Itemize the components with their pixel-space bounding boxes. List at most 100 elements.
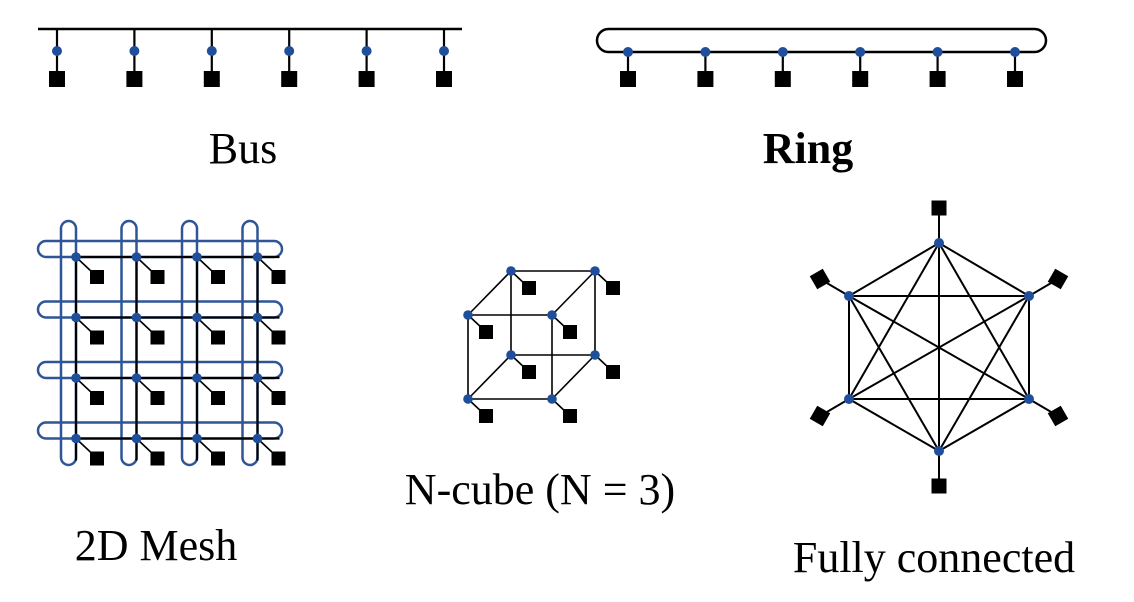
blue-dot-icon [71, 433, 81, 444]
black-square-icon [809, 405, 831, 427]
blue-dot-icon [1010, 47, 1020, 57]
ring-loop [595, 27, 1048, 54]
black-square-icon [211, 391, 225, 405]
black-square-icon [211, 330, 225, 345]
black-square-icon [90, 330, 104, 345]
black-square-icon [203, 71, 220, 87]
blue-dot-icon [71, 373, 81, 383]
black-square-icon [697, 71, 714, 87]
blue-dot-icon [252, 252, 263, 262]
blue-dot-icon [623, 47, 633, 57]
blue-dot-icon [1024, 394, 1034, 404]
black-square-icon [281, 71, 298, 87]
blue-dot-icon [131, 373, 142, 383]
black-square-icon [563, 325, 577, 339]
blue-dot-icon [844, 394, 854, 404]
blue-dot-icon [1024, 291, 1034, 301]
blue-dot-icon [934, 446, 944, 456]
blue-dot-icon [252, 373, 263, 383]
black-square-icon [271, 330, 286, 345]
blue-dot-icon [439, 46, 449, 56]
black-square-icon [211, 451, 225, 466]
blue-dot-icon [463, 394, 473, 404]
full-link [848, 242, 940, 297]
blue-dot-icon [71, 312, 81, 323]
blue-dot-icon [284, 46, 295, 56]
full-link [848, 295, 1030, 400]
blue-dot-icon [844, 291, 854, 301]
ncube-topology [463, 266, 620, 423]
blue-dot-icon [192, 433, 202, 444]
blue-dot-icon [252, 312, 263, 323]
black-square-icon [479, 409, 493, 423]
blue-dot-icon [547, 310, 557, 320]
black-square-icon [1047, 405, 1069, 427]
ring-topology [595, 27, 1048, 87]
black-square-icon [150, 391, 165, 405]
full-link [848, 398, 940, 452]
blue-dot-icon [71, 252, 81, 262]
cube-edge [551, 270, 596, 316]
blue-dot-icon [700, 47, 711, 57]
blue-dot-icon [506, 350, 516, 360]
full-link [848, 295, 940, 452]
black-square-icon [522, 365, 536, 379]
blue-dot-icon [463, 310, 473, 320]
blue-dot-icon [206, 46, 217, 56]
blue-dot-icon [52, 46, 62, 56]
blue-dot-icon [777, 47, 788, 57]
blue-dot-icon [547, 394, 557, 404]
black-square-icon [852, 71, 869, 87]
black-square-icon [606, 281, 620, 295]
blue-dot-icon [131, 312, 142, 323]
blue-dot-icon [506, 266, 516, 276]
black-square-icon [563, 409, 577, 423]
black-square-icon [809, 268, 831, 290]
blue-dot-icon [590, 266, 600, 276]
black-square-icon [271, 451, 286, 466]
black-square-icon [126, 71, 143, 87]
black-square-icon [774, 71, 791, 87]
black-square-icon [931, 200, 947, 216]
black-square-icon [271, 270, 286, 284]
black-square-icon [358, 71, 375, 87]
ncube-label: N-cube (N = 3) [405, 465, 675, 514]
mesh-label: 2D Mesh [75, 521, 238, 570]
black-square-icon [271, 391, 286, 405]
blue-dot-icon [932, 47, 943, 57]
blue-dot-icon [192, 252, 202, 262]
black-square-icon [90, 270, 104, 284]
black-square-icon [1047, 268, 1069, 290]
black-square-icon [479, 325, 493, 339]
fully-connected-label: Fully connected [793, 533, 1075, 582]
black-square-icon [606, 365, 620, 379]
black-square-icon [90, 451, 104, 466]
black-square-icon [931, 478, 947, 494]
bus-label: Bus [209, 124, 277, 173]
blue-dot-icon [252, 433, 263, 444]
fully-connected-topology [809, 200, 1069, 494]
mesh-topology [36, 219, 286, 467]
black-square-icon [929, 71, 946, 87]
blue-dot-icon [855, 47, 866, 57]
blue-dot-icon [361, 46, 372, 56]
black-square-icon [522, 281, 536, 295]
blue-dot-icon [131, 433, 142, 444]
blue-dot-icon [192, 312, 202, 323]
black-square-icon [150, 451, 165, 466]
blue-dot-icon [192, 373, 202, 383]
black-square-icon [1007, 71, 1023, 87]
full-link [938, 242, 1030, 297]
blue-dot-icon [131, 252, 142, 262]
cube-edge [467, 354, 512, 400]
blue-dot-icon [129, 46, 140, 56]
blue-dot-icon [934, 238, 944, 248]
black-square-icon [436, 71, 452, 87]
black-square-icon [90, 391, 104, 405]
ring-label: Ring [763, 124, 853, 173]
black-square-icon [211, 270, 225, 284]
cube-edge [551, 354, 596, 400]
cube-edge [467, 270, 512, 316]
black-square-icon [150, 330, 165, 345]
